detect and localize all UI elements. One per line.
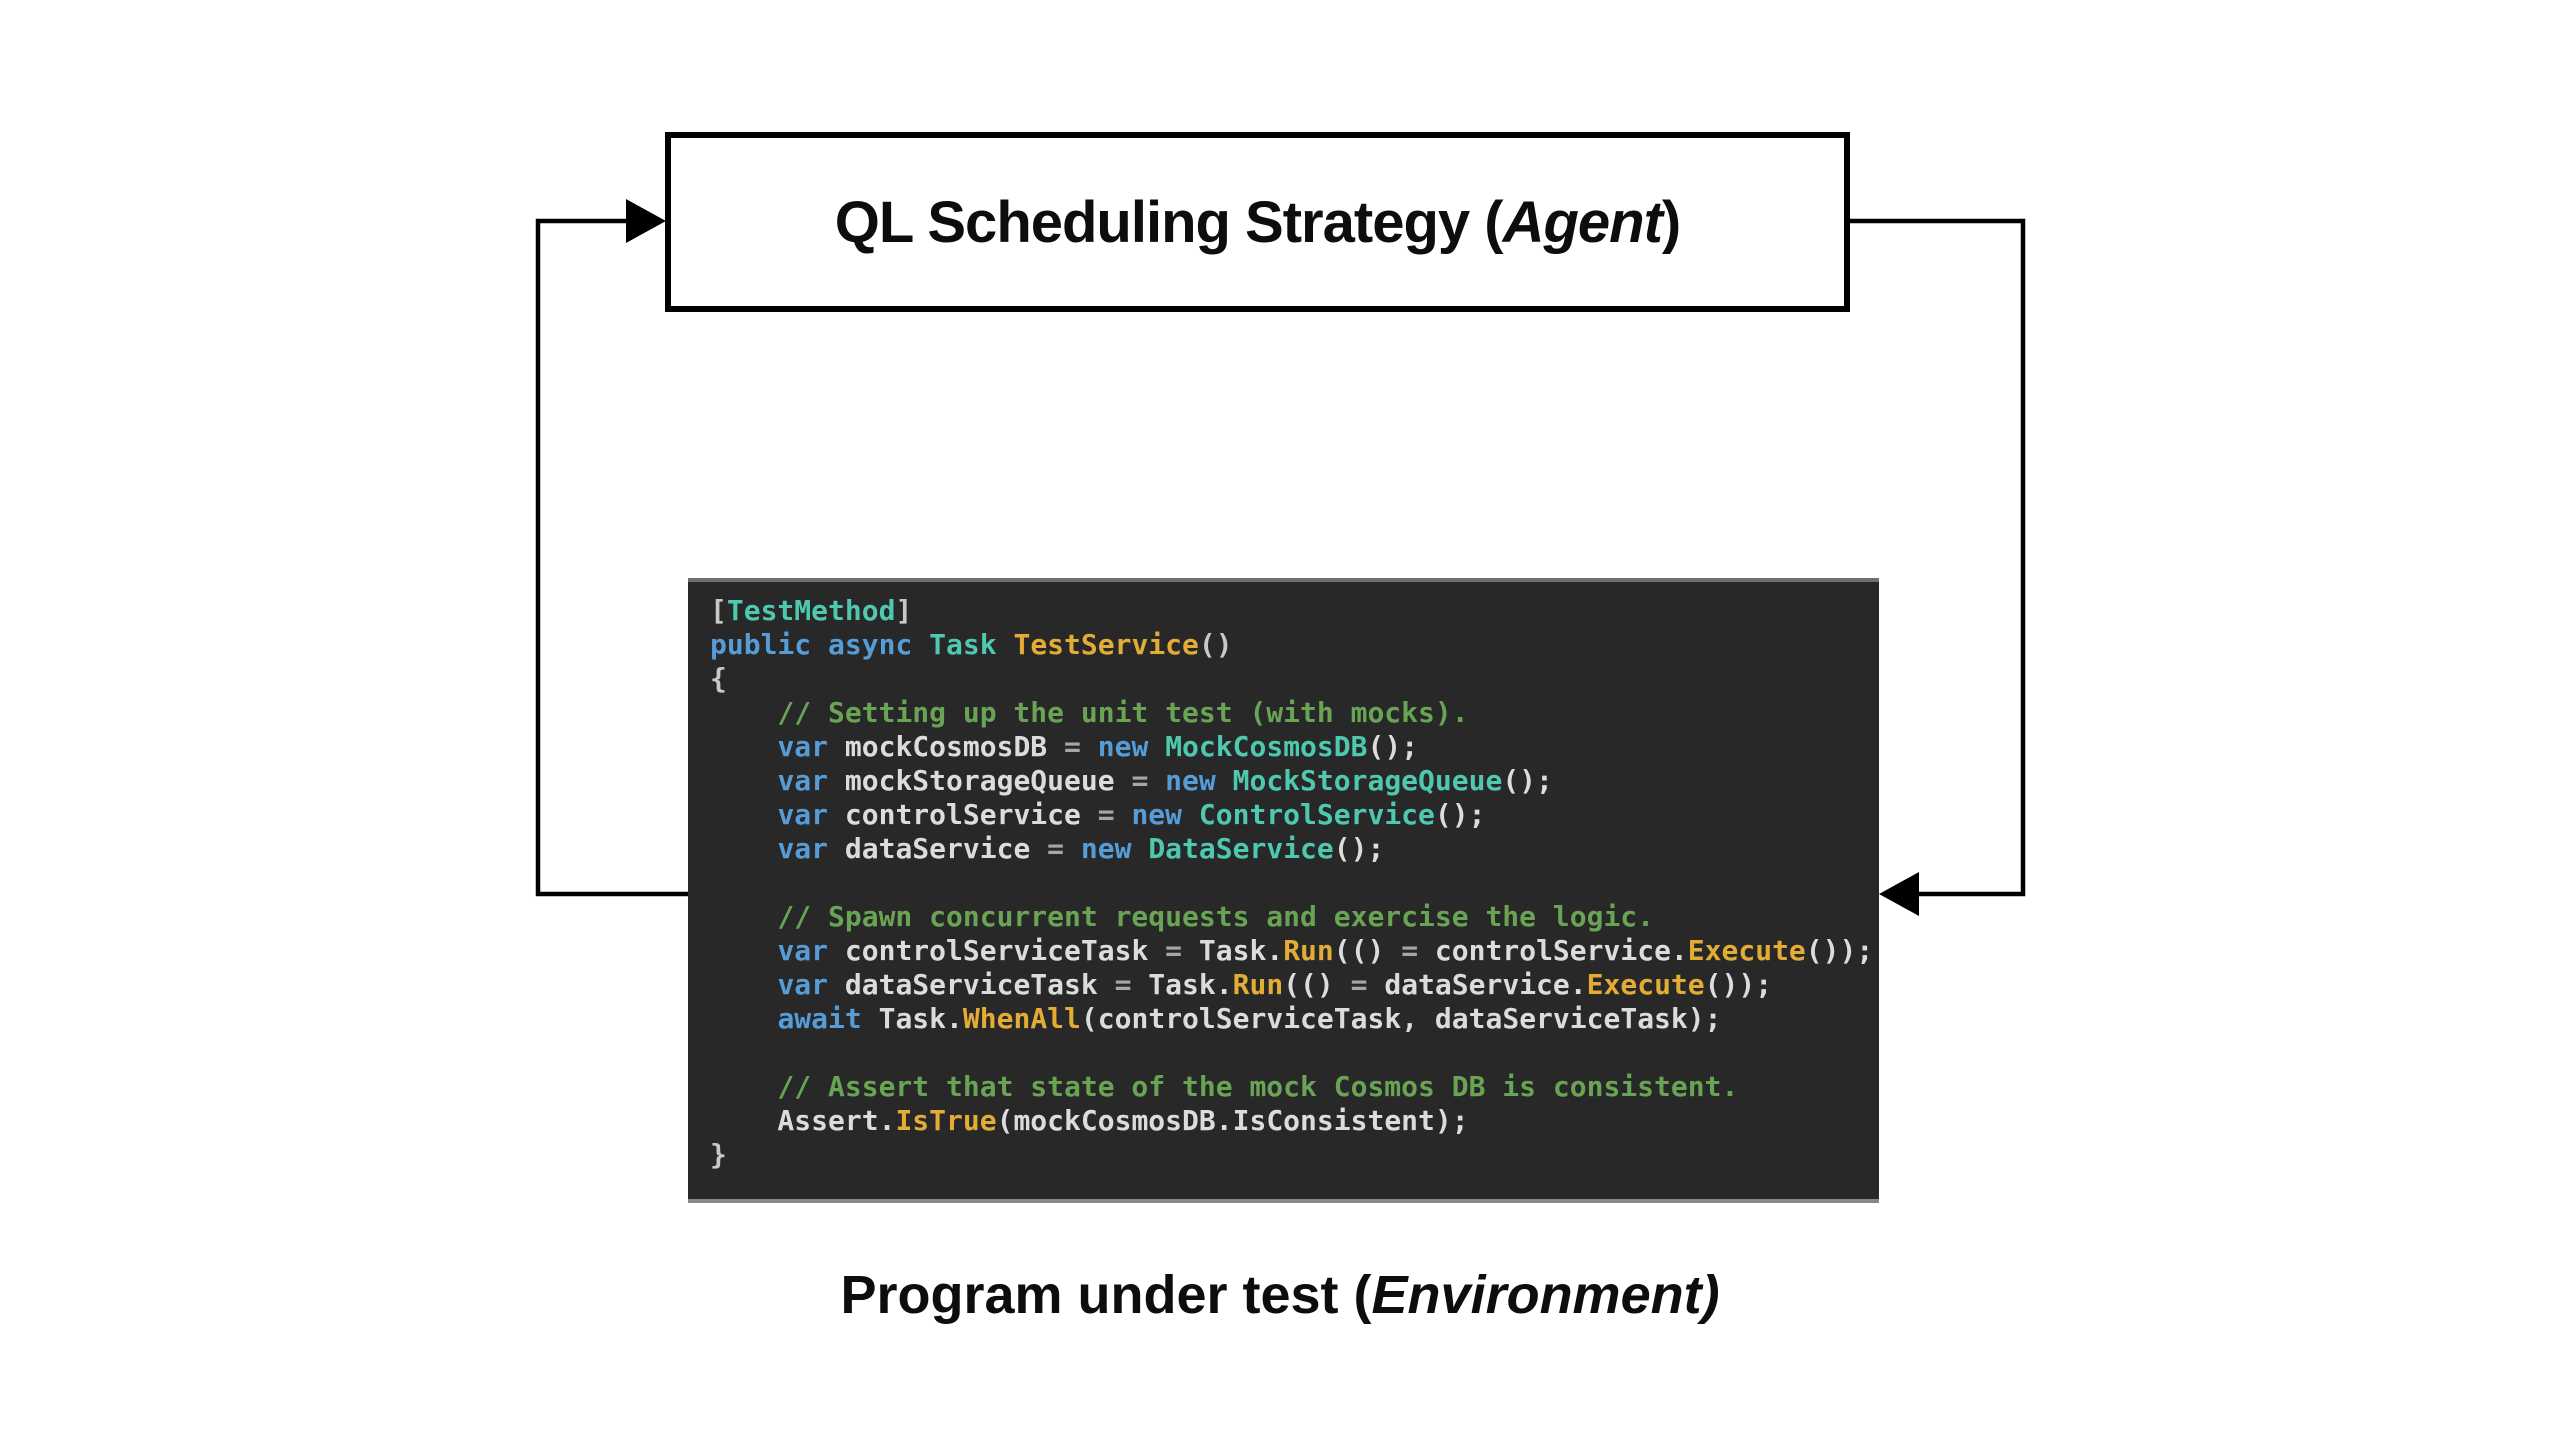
environment-label-italic: Environment)	[1371, 1265, 1720, 1325]
code-line: {	[710, 662, 727, 695]
code-line: var controlServiceTask = Task.Run(() = c…	[777, 934, 1874, 967]
code-line: // Setting up the unit test (with mocks)…	[710, 696, 1469, 729]
environment-label: Program under test (Environment)	[840, 1265, 1720, 1325]
agent-box: QL Scheduling Strategy (Agent)	[665, 132, 1850, 312]
code-line: var dataServiceTask = Task.Run(() = data…	[777, 968, 1773, 1001]
code-line: [TestMethod]	[710, 594, 913, 627]
code-line: var mockCosmosDB = new MockCosmosDB();	[777, 730, 1419, 763]
code-line: }	[710, 1138, 727, 1171]
arrow-head-right-icon	[626, 199, 666, 243]
code-line: var dataService = new DataService();	[777, 832, 1385, 865]
code-line: var mockStorageQueue = new MockStorageQu…	[777, 764, 1553, 797]
code-line: public async Task TestService()	[710, 628, 1233, 661]
code-listing: [TestMethod]public async Task TestServic…	[710, 594, 1874, 1172]
code-line: var controlService = new ControlService(…	[777, 798, 1486, 831]
agent-box-label-italic: Agent	[1502, 189, 1663, 255]
code-line	[710, 866, 1871, 900]
agent-box-label: QL Scheduling Strategy (Agent)	[834, 189, 1681, 255]
arrow-head-left-icon	[1879, 872, 1919, 916]
code-line: await Task.WhenAll(controlServiceTask, d…	[777, 1002, 1722, 1035]
code-block: [TestMethod]public async Task TestServic…	[688, 578, 1879, 1203]
code-line	[710, 1036, 1871, 1070]
code-line: // Assert that state of the mock Cosmos …	[710, 1070, 1739, 1103]
code-line: // Spawn concurrent requests and exercis…	[710, 900, 1655, 933]
arrow-line	[535, 218, 688, 897]
code-line: Assert.IsTrue(mockCosmosDB.IsConsistent)…	[710, 1104, 1469, 1137]
